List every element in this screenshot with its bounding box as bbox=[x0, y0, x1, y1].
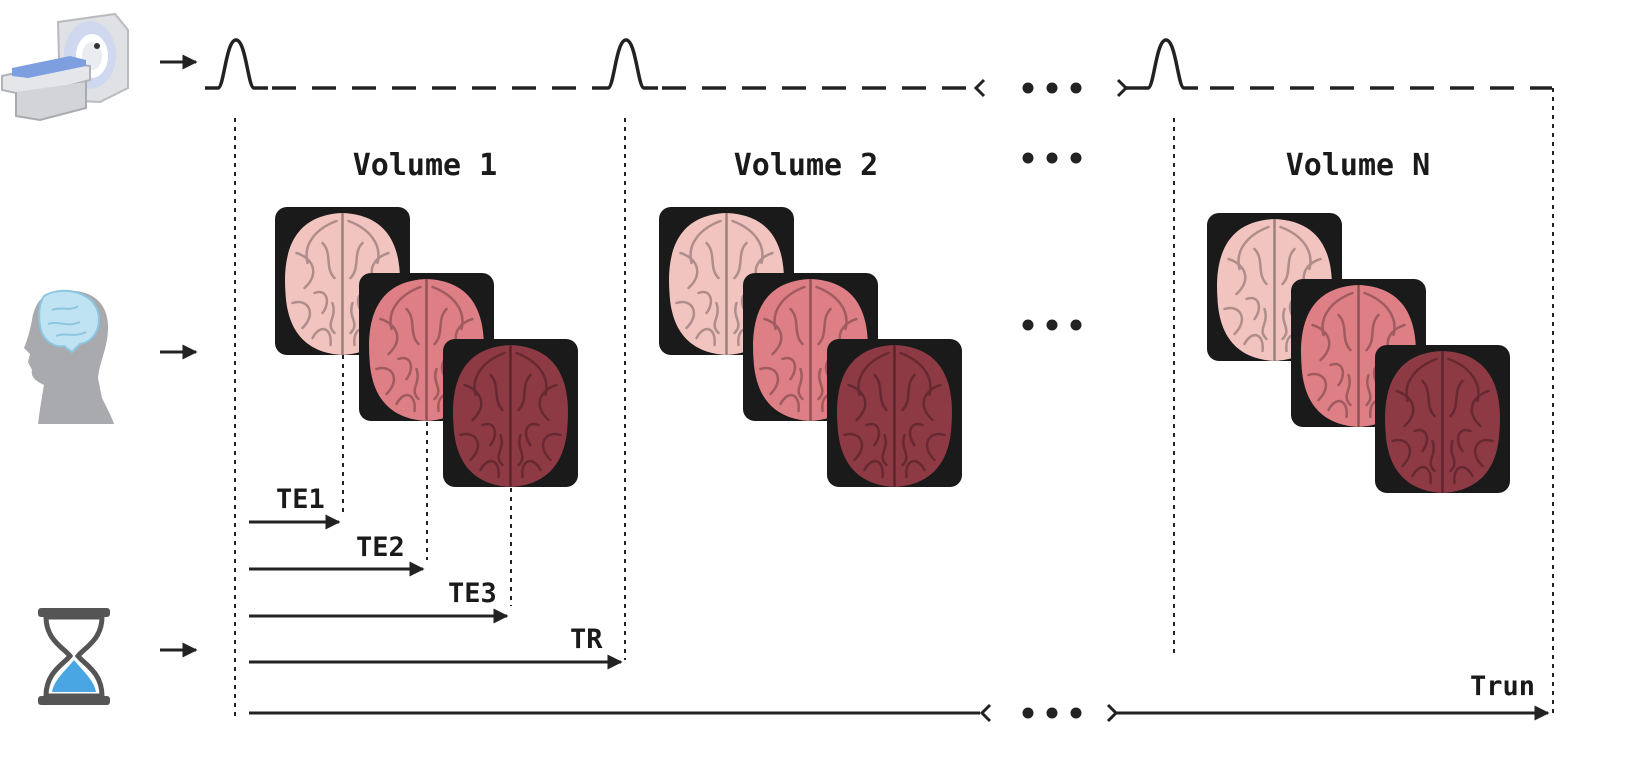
hourglass-icon bbox=[38, 608, 110, 705]
echo-image-3 bbox=[827, 339, 962, 489]
te1-label: TE1 bbox=[276, 484, 325, 515]
rf-ellipsis bbox=[1022, 82, 1082, 94]
volume-n-title: Volume N bbox=[1286, 148, 1431, 183]
tr-label: TR bbox=[570, 624, 603, 655]
trun-label: Trun bbox=[1470, 671, 1535, 702]
mri-scanner-icon bbox=[0, 12, 129, 122]
volume-1-title: Volume 1 bbox=[353, 148, 498, 183]
rf-break-right bbox=[1116, 78, 1129, 98]
middle-ellipsis-center bbox=[1022, 319, 1082, 331]
echo-image-3 bbox=[443, 339, 578, 489]
rf-pulse-2 bbox=[595, 38, 658, 90]
brain-icon bbox=[453, 343, 568, 489]
rf-pulse-1 bbox=[205, 38, 268, 90]
rf-pulse-n bbox=[1124, 38, 1198, 90]
te3-label: TE3 bbox=[448, 578, 497, 609]
volume-2-echo-stack bbox=[659, 207, 962, 489]
trun-arrow bbox=[249, 703, 1550, 723]
brain-icon bbox=[1385, 349, 1500, 495]
volume-n-echo-stack bbox=[1207, 213, 1510, 495]
brain-head-icon bbox=[24, 289, 114, 424]
rf-pulse-train bbox=[205, 38, 1552, 98]
volume-2-title: Volume 2 bbox=[734, 148, 879, 183]
te2-label: TE2 bbox=[356, 532, 405, 563]
rf-break-left bbox=[973, 78, 986, 98]
brain-icon bbox=[837, 343, 952, 489]
volume-1-echo-stack bbox=[275, 207, 578, 489]
middle-ellipsis-top bbox=[1022, 152, 1082, 164]
echo-image-3 bbox=[1375, 345, 1510, 495]
